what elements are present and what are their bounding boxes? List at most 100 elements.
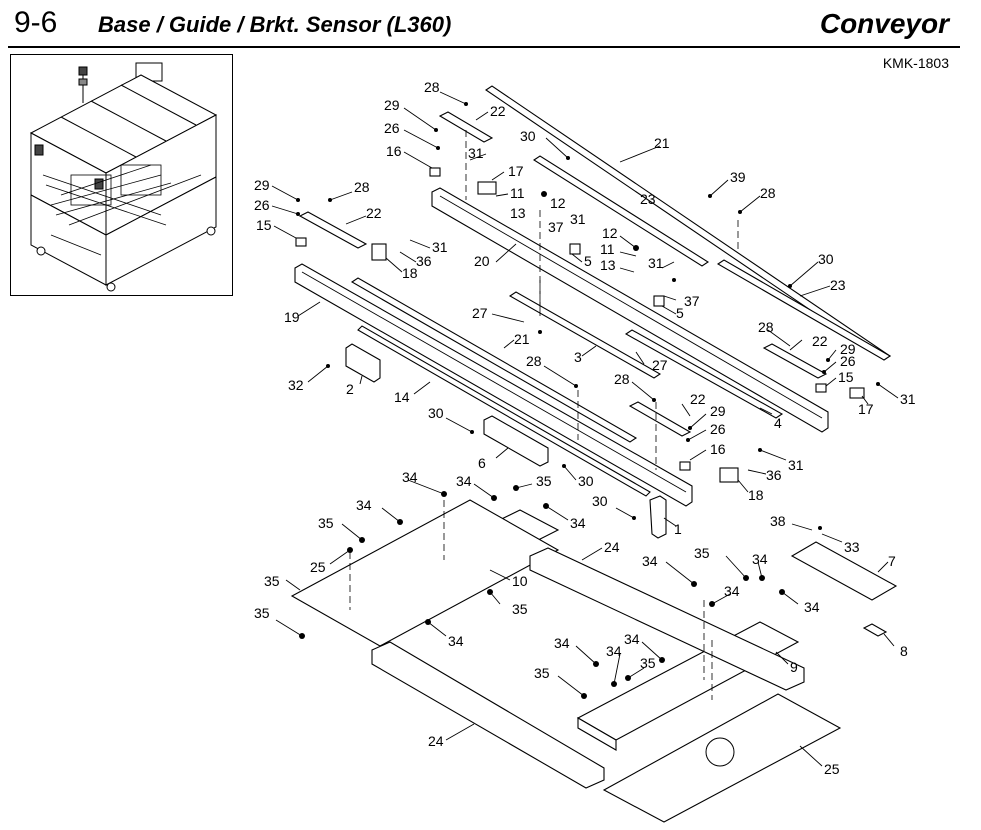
callout-label: 7 [888, 553, 896, 569]
plate-22-d [628, 401, 692, 437]
callout-label: 32 [288, 377, 304, 393]
part-4 [624, 329, 784, 419]
callout-label: 9 [790, 659, 798, 675]
callout-label: 28 [526, 353, 542, 369]
callout-label: 28 [760, 185, 776, 201]
callout-label: 18 [748, 487, 764, 503]
callout-label: 15 [838, 369, 854, 385]
callout-label: 29 [710, 403, 726, 419]
callout-label: 30 [520, 128, 536, 144]
callout-label: 30 [428, 405, 444, 421]
header-rule [8, 46, 960, 48]
cover-7 [790, 541, 898, 601]
callout-label: 6 [478, 455, 486, 471]
callout-label: 35 [534, 665, 550, 681]
beam-24-lower [371, 641, 605, 789]
callout-label: 28 [424, 79, 440, 95]
callout-label: 17 [508, 163, 524, 179]
callout-label: 35 [264, 573, 280, 589]
callout-label: 21 [654, 135, 670, 151]
callout-label: 16 [386, 143, 402, 159]
callout-label: 35 [512, 601, 528, 617]
callout-label: 23 [640, 191, 656, 207]
callout-label: 11 [510, 185, 525, 201]
plate-2 [345, 343, 381, 383]
part-3 [508, 291, 662, 379]
bracket-15-a [295, 237, 307, 247]
machine-overview-illustration [29, 62, 218, 292]
plate-22-a [438, 111, 494, 143]
callout-label: 22 [366, 205, 382, 221]
callout-label: 29 [384, 97, 400, 113]
callout-label: 34 [642, 553, 658, 569]
callout-label: 24 [428, 733, 444, 749]
callout-label: 26 [384, 120, 400, 136]
callout-label: 35 [318, 515, 334, 531]
callout-label: 34 [624, 631, 640, 647]
callout-label: 31 [468, 145, 484, 161]
callout-label: 25 [824, 761, 840, 777]
callout-label: 31 [570, 211, 586, 227]
callout-label: 30 [592, 493, 608, 509]
callout-label: 29 [254, 177, 270, 193]
callout-label: 11 [600, 241, 615, 257]
callout-label: 35 [536, 473, 552, 489]
callout-label: 13 [600, 257, 616, 273]
callout-label: 31 [788, 457, 804, 473]
callout-label: 35 [640, 655, 656, 671]
callout-label: 23 [830, 277, 846, 293]
callout-label: 36 [766, 467, 782, 483]
callout-label: 5 [676, 305, 684, 321]
machine-overview-inset [10, 54, 233, 296]
plate-22-c [762, 343, 828, 379]
bracket-5-a [569, 243, 581, 255]
callout-label: 17 [858, 401, 874, 417]
guide-rail-lower-part [716, 259, 892, 361]
bracket-18-b [719, 467, 739, 483]
bracket-17-b [849, 387, 865, 399]
callout-label: 34 [724, 583, 740, 599]
callout-label: 26 [710, 421, 726, 437]
page-title: Base / Guide / Brkt. Sensor (L360) [98, 12, 452, 37]
callout-label: 3 [574, 349, 582, 365]
callout-label: 14 [394, 389, 410, 405]
callout-label: 16 [710, 441, 726, 457]
callout-label: 34 [606, 643, 622, 659]
callout-label: 33 [844, 539, 860, 555]
callout-label: 34 [752, 551, 768, 567]
bracket-16-b [679, 461, 691, 471]
top-rail-part [485, 85, 891, 361]
callout-label: 13 [510, 205, 526, 221]
callout-label: 39 [730, 169, 746, 185]
callout-label: 22 [812, 333, 828, 349]
callout-label: 34 [570, 515, 586, 531]
callout-label: 22 [690, 391, 706, 407]
rear-frame-part [431, 187, 829, 433]
rail-14-part [357, 325, 651, 497]
callout-label: 5 [584, 253, 592, 269]
callout-label: 27 [472, 305, 488, 321]
bracket-5-b [653, 295, 665, 307]
callout-label: 30 [818, 251, 834, 267]
callout-label: 31 [900, 391, 916, 407]
callout-label: 15 [256, 217, 272, 233]
section-number: 9-6 [14, 6, 58, 39]
callout-label: 34 [402, 469, 418, 485]
plate-22-b [298, 211, 368, 249]
callout-label: 37 [548, 219, 564, 235]
callout-label: 38 [770, 513, 786, 529]
callout-label: 20 [474, 253, 490, 269]
side-frame-25-left [290, 499, 560, 647]
callout-label: 26 [840, 353, 856, 369]
callout-label: 26 [254, 197, 270, 213]
callout-label: 35 [694, 545, 710, 561]
callout-label: 10 [512, 573, 528, 589]
callout-label: 2 [346, 381, 354, 397]
callout-label: 34 [448, 633, 464, 649]
callout-label: 28 [758, 319, 774, 335]
callout-label: 28 [354, 179, 370, 195]
part-8 [862, 623, 888, 637]
callout-label: 34 [554, 635, 570, 651]
callout-label: 21 [514, 331, 530, 347]
